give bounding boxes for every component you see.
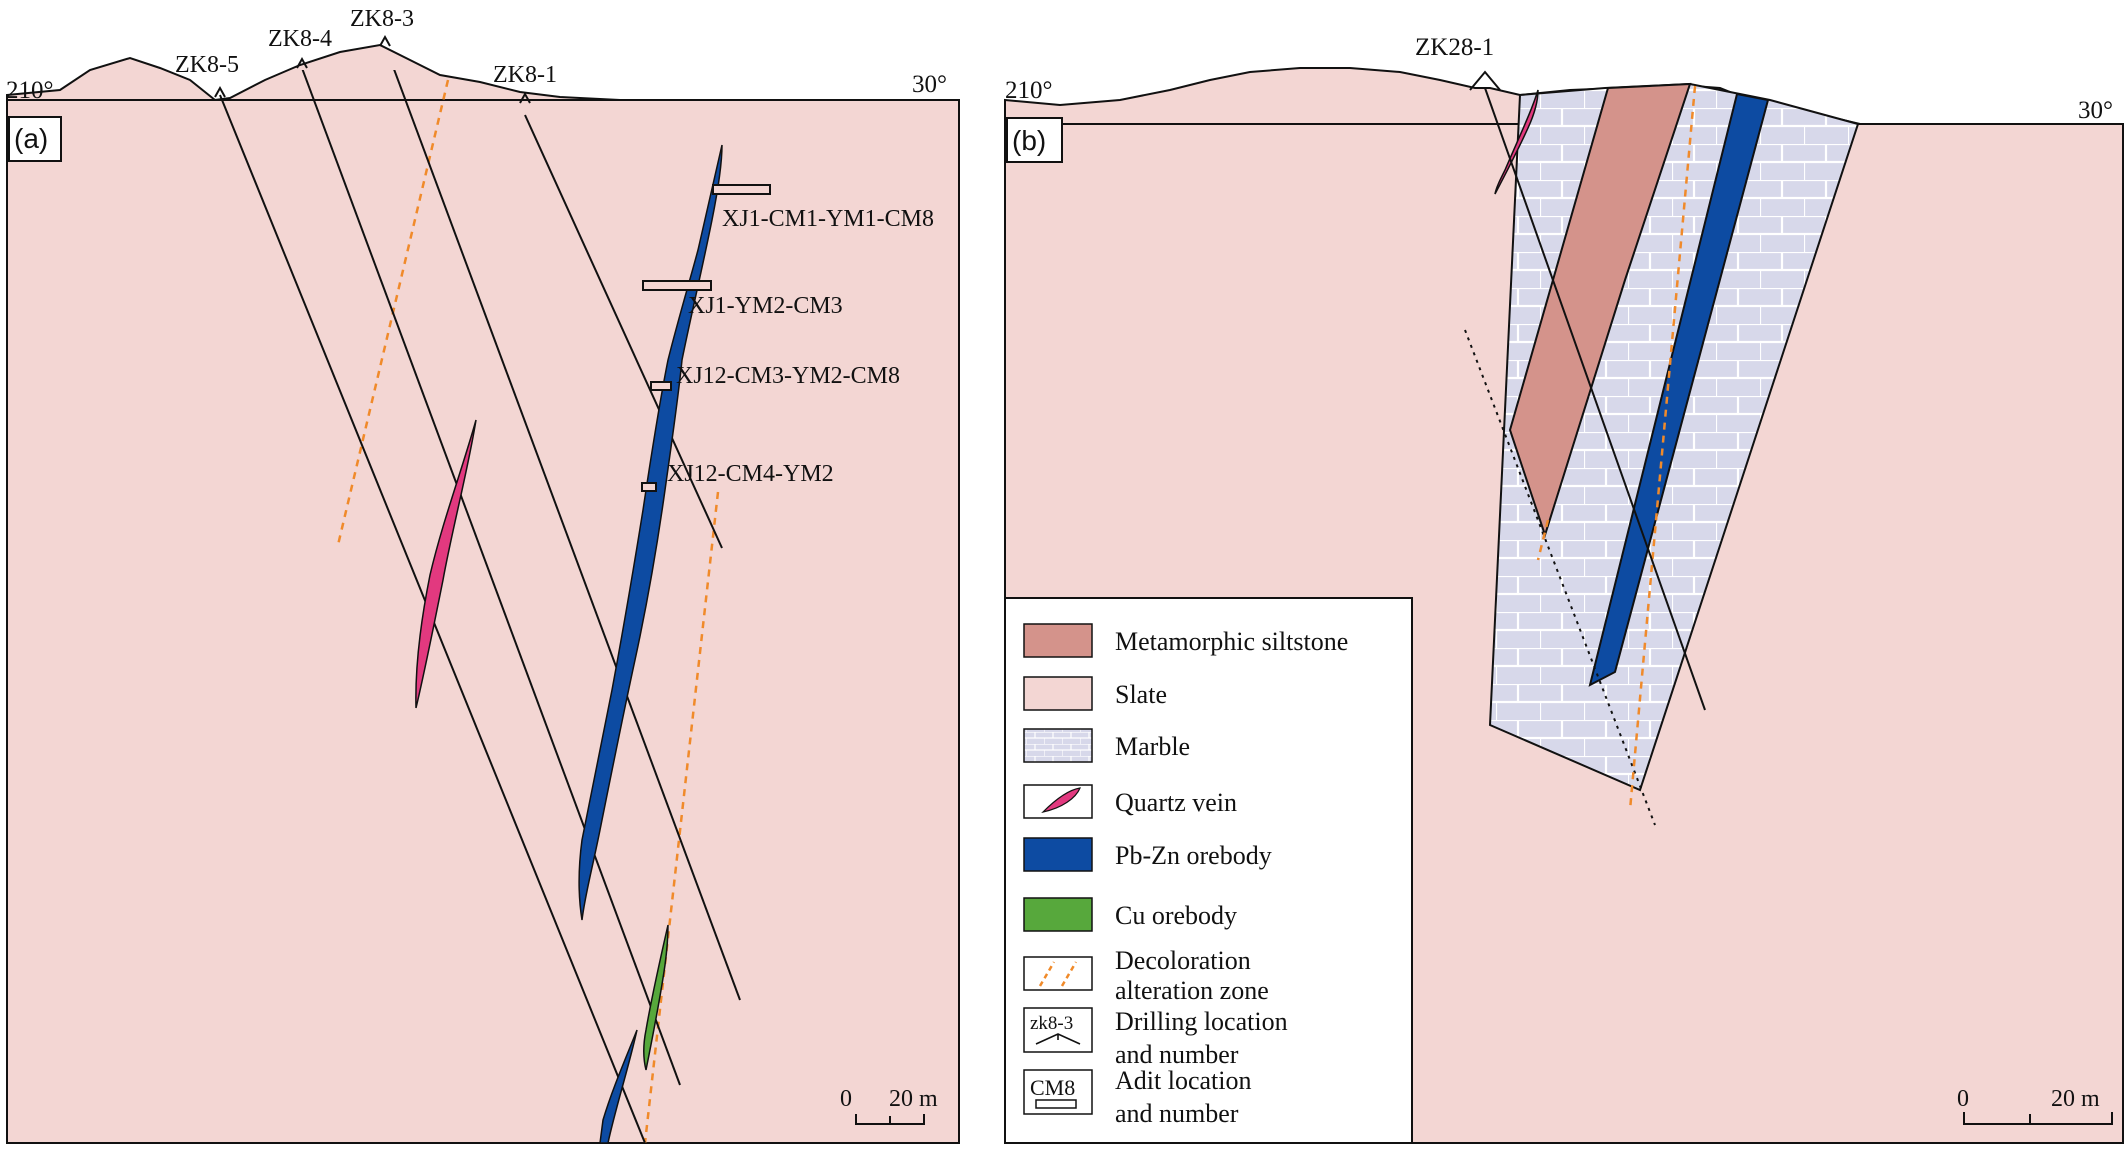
scale-a-length: 20 m — [889, 1086, 938, 1112]
scale-b-zero: 0 — [1957, 1086, 1969, 1112]
legend-symbol-cu — [1023, 897, 1093, 932]
legend: zk8-3 CM8 Metamorphic siltstone Slate Ma… — [1004, 597, 1413, 1144]
adit-a3 — [650, 381, 672, 391]
adit-a4 — [641, 482, 657, 492]
metamorphic-siltstone-b — [1508, 82, 1692, 539]
fault-line-b — [1464, 329, 1656, 826]
legend-label-siltstone: Metamorphic siltstone — [1115, 627, 1348, 656]
legend-symbol-slate — [1023, 676, 1093, 711]
decoloration-zone-b1 — [1628, 85, 1697, 811]
legend-symbol-drill-box — [1023, 1007, 1093, 1053]
legend-symbol-siltstone — [1023, 623, 1093, 658]
drillhole-zk8-1 — [524, 114, 723, 549]
legend-label-drill-2: and number — [1115, 1040, 1239, 1069]
panel-b-tag: (b) — [1012, 125, 1046, 156]
legend-symbol-decoloration-box — [1023, 956, 1093, 991]
drill-marker-zk8-3 — [379, 34, 391, 47]
quartz-vein-b — [1494, 89, 1539, 195]
cu-orebody-a — [643, 924, 669, 1071]
adit-a2 — [642, 280, 712, 291]
azimuth-right-a: 30° — [912, 71, 947, 98]
legend-label-decoloration: Decoloration — [1115, 946, 1251, 975]
legend-label-cu: Cu orebody — [1115, 901, 1237, 930]
panel-a-tag: (a) — [14, 123, 48, 154]
legend-adit-symbol-marker — [1035, 1099, 1077, 1109]
label-zk8-5: ZK8-5 — [175, 52, 239, 78]
adit-label-a3: XJ12-CM3-YM2-CM8 — [676, 363, 900, 389]
panel-a-tag-box — [8, 116, 62, 162]
label-zk8-1: ZK8-1 — [493, 62, 557, 88]
drillhole-zk28-1 — [1484, 87, 1706, 711]
scale-b-length: 20 m — [2051, 1086, 2100, 1112]
adit-label-a4: XJ12-CM4-YM2 — [667, 461, 834, 487]
label-zk8-3: ZK8-3 — [350, 6, 414, 32]
legend-drill-symbol-marker — [1035, 1033, 1081, 1045]
pb-zn-orebody-a-deep — [599, 1029, 638, 1143]
legend-symbol-marble — [1023, 728, 1093, 763]
legend-symbol-pb-zn — [1023, 837, 1093, 872]
scale-bar-b: 0 20 m — [1957, 1086, 2113, 1125]
azimuth-left-a: 210° — [6, 77, 54, 104]
legend-label-adit-2: and number — [1115, 1099, 1239, 1128]
drillhole-zk8-3 — [393, 70, 741, 1001]
legend-label-slate: Slate — [1115, 680, 1167, 709]
adit-label-a2: XJ1-YM2-CM3 — [688, 293, 843, 319]
legend-symbol-quartz-vein — [1041, 787, 1081, 814]
decoloration-zone-b2 — [1536, 519, 1550, 561]
panel-b-tag-box — [1006, 117, 1063, 163]
legend-label-decoloration-2: alteration zone — [1115, 976, 1269, 1005]
label-zk8-4: ZK8-4 — [268, 26, 332, 52]
legend-label-adit: Adit location — [1115, 1066, 1251, 1095]
panel-a-frame — [6, 99, 960, 1144]
legend-label-marble: Marble — [1115, 732, 1190, 761]
legend-adit-symbol-text: CM8 — [1030, 1075, 1075, 1100]
label-zk28-1: ZK28-1 — [1415, 34, 1494, 61]
panel-a: ZK8-5 ZK8-4 ZK8-3 ZK8-1 210° 30° (a) XJ1… — [6, 6, 960, 1144]
drill-marker-zk28-1 — [1469, 70, 1501, 91]
drillhole-zk8-4 — [301, 70, 681, 1086]
adit-label-a1: XJ1-CM1-YM1-CM8 — [722, 206, 934, 232]
legend-label-drill: Drilling location — [1115, 1007, 1288, 1036]
azimuth-left-b: 210° — [1005, 77, 1053, 104]
quartz-vein-a — [415, 419, 477, 709]
legend-symbol-decoloration — [1038, 961, 1078, 987]
legend-drill-symbol-text: zk8-3 — [1030, 1013, 1073, 1034]
adit-a1 — [712, 184, 771, 195]
drill-marker-zk8-5 — [214, 85, 226, 98]
legend-label-pb-zn: Pb-Zn orebody — [1115, 841, 1272, 870]
drill-marker-zk8-4 — [296, 56, 308, 69]
legend-label-quartz-vein: Quartz vein — [1115, 788, 1237, 817]
drill-marker-zk8-1 — [519, 91, 531, 104]
azimuth-right-b: 30° — [2078, 97, 2113, 124]
decoloration-zone-a2 — [643, 491, 720, 1143]
scale-a-zero: 0 — [840, 1086, 852, 1112]
pb-zn-orebody-b — [1588, 92, 1770, 687]
scale-bar-a: 0 20 m — [840, 1086, 938, 1125]
pb-zn-orebody-a — [578, 144, 723, 921]
